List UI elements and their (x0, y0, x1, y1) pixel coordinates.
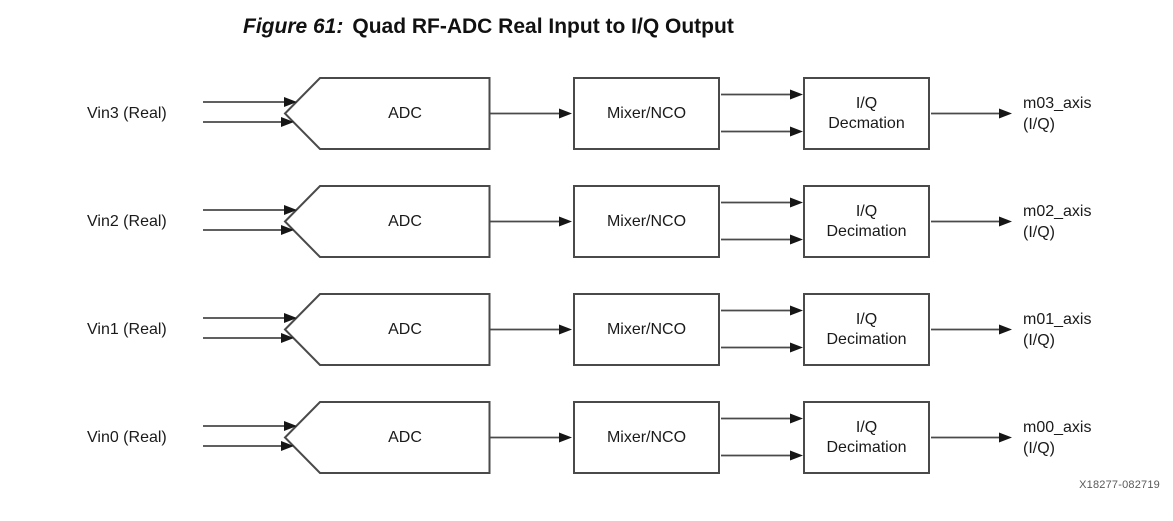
arrowhead-icon (790, 305, 803, 316)
iq-decimation-label-line1: I/Q (855, 202, 878, 220)
input-signal-label: Vin1 (Real) (87, 320, 167, 338)
input-signal-label: Vin3 (Real) (87, 104, 167, 122)
mixer-nco-label: Mixer/NCO (606, 104, 687, 122)
output-signal-label: m00_axis (I/Q) (1023, 401, 1153, 474)
adc-block-shape (283, 293, 491, 366)
iq-decimation-block: I/Q Decimation (803, 293, 930, 366)
output-type: (I/Q) (1023, 331, 1055, 349)
figure-title-text: Quad RF-ADC Real Input to I/Q Output (352, 15, 734, 38)
adc-block-label: ADC (388, 320, 422, 338)
adc-block-shape (283, 185, 491, 258)
mixer-nco-label: Mixer/NCO (606, 212, 687, 230)
output-type: (I/Q) (1023, 439, 1055, 457)
output-axis-name: m00_axis (1023, 418, 1092, 436)
arrowhead-icon (559, 432, 572, 443)
arrowhead-icon (790, 89, 803, 100)
iq-decimation-block: I/Q Decimation (803, 185, 930, 258)
arrowhead-icon (790, 342, 803, 353)
iq-decimation-block: I/Q Decimation (803, 401, 930, 474)
adc-block-shape (283, 77, 491, 150)
output-signal-label: m01_axis (I/Q) (1023, 293, 1153, 366)
arrowhead-icon (559, 324, 572, 335)
adc-block-label: ADC (388, 212, 422, 230)
output-type: (I/Q) (1023, 115, 1055, 133)
iq-decimation-label-line1: I/Q (855, 310, 878, 328)
arrowhead-icon (284, 97, 297, 107)
arrowhead-icon (281, 117, 294, 127)
arrowhead-icon (999, 108, 1012, 119)
output-type: (I/Q) (1023, 223, 1055, 241)
mixer-nco-block: Mixer/NCO (573, 185, 720, 258)
arrowhead-icon (790, 450, 803, 461)
mixer-nco-label: Mixer/NCO (606, 320, 687, 338)
output-signal-label: m02_axis (I/Q) (1023, 185, 1153, 258)
figure-title: Figure 61: Quad RF-ADC Real Input to I/Q … (243, 13, 734, 41)
arrowhead-icon (281, 333, 294, 343)
iq-decimation-label-line1: I/Q (855, 94, 878, 112)
pipeline-row-vin1: Vin1 (Real) ADC Mixer/NCO I/Q Decimation… (0, 293, 1173, 367)
iq-decimation-label-line2: Decimation (826, 438, 907, 456)
row-wiring-graphic (203, 293, 1012, 366)
input-signal-label: Vin0 (Real) (87, 428, 167, 446)
arrowhead-icon (284, 205, 297, 215)
arrowhead-icon (790, 197, 803, 208)
row-wiring-graphic (203, 401, 1012, 474)
row-wiring-graphic (203, 77, 1012, 150)
iq-decimation-label-line1: I/Q (855, 418, 878, 436)
input-signal-label: Vin2 (Real) (87, 212, 167, 230)
output-axis-name: m02_axis (1023, 202, 1092, 220)
iq-decimation-block: I/Q Decmation (803, 77, 930, 150)
adc-block-shape (283, 401, 491, 474)
mixer-nco-block: Mixer/NCO (573, 293, 720, 366)
arrowhead-icon (281, 441, 294, 451)
row-wiring-graphic (203, 185, 1012, 258)
arrowhead-icon (790, 126, 803, 137)
pipeline-row-vin3: Vin3 (Real) ADC Mixer/NCO I/Q Decmation … (0, 77, 1173, 151)
mixer-nco-block: Mixer/NCO (573, 401, 720, 474)
output-axis-name: m01_axis (1023, 310, 1092, 328)
pipeline-row-vin0: Vin0 (Real) ADC Mixer/NCO I/Q Decimation… (0, 401, 1173, 475)
arrowhead-icon (559, 108, 572, 119)
iq-decimation-label-line2: Decmation (828, 114, 905, 132)
arrowhead-icon (790, 234, 803, 245)
arrowhead-icon (999, 324, 1012, 335)
mixer-nco-label: Mixer/NCO (606, 428, 687, 446)
arrowhead-icon (999, 432, 1012, 443)
iq-decimation-label-line2: Decimation (826, 330, 907, 348)
pipeline-row-vin2: Vin2 (Real) ADC Mixer/NCO I/Q Decimation… (0, 185, 1173, 259)
arrowhead-icon (284, 421, 297, 431)
mixer-nco-block: Mixer/NCO (573, 77, 720, 150)
arrowhead-icon (790, 413, 803, 424)
figure-reference-number: X18277-082719 (1079, 479, 1160, 491)
arrowhead-icon (999, 216, 1012, 227)
arrowhead-icon (281, 225, 294, 235)
output-axis-name: m03_axis (1023, 94, 1092, 112)
adc-block-label: ADC (388, 104, 422, 122)
iq-decimation-label-line2: Decimation (826, 222, 907, 240)
adc-block-label: ADC (388, 428, 422, 446)
output-signal-label: m03_axis (I/Q) (1023, 77, 1153, 150)
figure-number: Figure 61: (243, 15, 344, 38)
arrowhead-icon (284, 313, 297, 323)
arrowhead-icon (559, 216, 572, 227)
